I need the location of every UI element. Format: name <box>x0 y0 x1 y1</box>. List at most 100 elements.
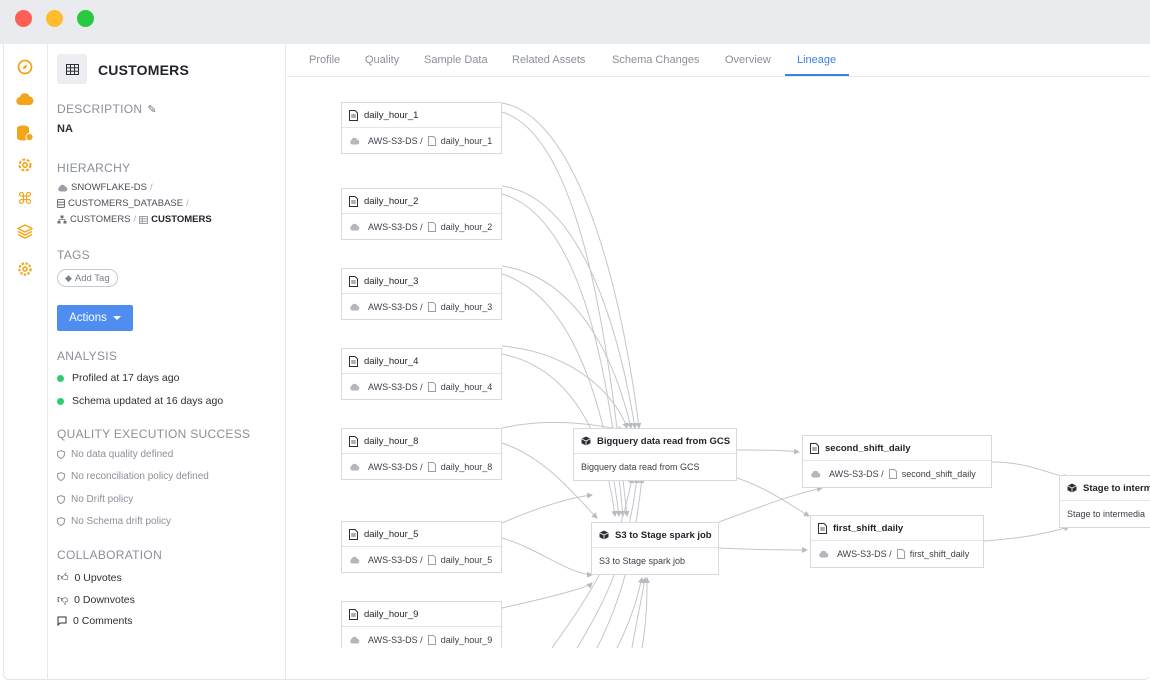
tab-lineage[interactable]: Lineage <box>797 54 837 66</box>
lineage-node-source[interactable]: daily_hour_8 AWS-S3-DS / daily_hour_8 <box>341 428 502 480</box>
tab-overview[interactable]: Overview <box>725 54 771 66</box>
separator: / <box>150 182 153 193</box>
minimize-window-button[interactable] <box>46 10 63 27</box>
node-path: AWS-S3-DS / daily_hour_3 <box>342 294 501 320</box>
analysis-profiled-text: Profiled at 17 days ago <box>72 372 180 384</box>
database-icon[interactable] <box>16 124 34 142</box>
policy-item: No Schema drift policy <box>57 516 171 527</box>
lineage-node-source[interactable]: daily_hour_1 AWS-S3-DS / daily_hour_1 <box>341 102 502 154</box>
hierarchy-database-label: CUSTOMERS_DATABASE <box>68 198 184 209</box>
lineage-edge <box>501 102 642 429</box>
node-path: AWS-S3-DS / daily_hour_5 <box>342 547 501 573</box>
node-path-file: first_shift_daily <box>909 549 970 559</box>
cloud-icon <box>58 184 68 191</box>
lineage-edge <box>616 577 644 648</box>
node-header: second_shift_daily <box>803 436 991 461</box>
node-path-file: daily_hour_9 <box>440 635 493 645</box>
cloud-icon <box>350 636 360 644</box>
shield-icon <box>57 450 65 459</box>
node-header: daily_hour_2 <box>342 189 501 214</box>
lineage-edge <box>983 525 1070 542</box>
node-title: Bigquery data read from GCS <box>597 435 731 447</box>
node-title: second_shift_daily <box>825 442 911 454</box>
file-icon <box>349 528 358 540</box>
node-path: AWS-S3-DS / daily_hour_8 <box>342 454 501 480</box>
edit-pencil-icon[interactable]: ✎ <box>147 103 157 116</box>
node-title: daily_hour_2 <box>364 195 419 207</box>
actions-dropdown-button[interactable]: Actions <box>57 305 133 331</box>
hierarchy-schema-label: CUSTOMERS <box>70 214 131 225</box>
lineage-node-source[interactable]: daily_hour_5 AWS-S3-DS / daily_hour_5 <box>341 521 502 573</box>
node-path-prefix: AWS-S3-DS / <box>368 635 423 645</box>
upvotes-button[interactable]: 👍︎ 0 Upvotes <box>57 571 122 585</box>
lineage-edge <box>501 492 593 524</box>
actions-label: Actions <box>69 312 107 324</box>
node-path-file: daily_hour_1 <box>440 136 493 146</box>
lineage-edge <box>718 486 823 523</box>
command-icon[interactable]: ⌘ <box>17 189 33 208</box>
lineage-node-source[interactable]: daily_hour_4 AWS-S3-DS / daily_hour_4 <box>341 348 502 400</box>
node-path-file: daily_hour_4 <box>440 382 493 392</box>
lineage-node-source[interactable]: daily_hour_2 AWS-S3-DS / daily_hour_2 <box>341 188 502 240</box>
tab-quality[interactable]: Quality <box>365 54 400 66</box>
compass-icon[interactable] <box>16 58 34 76</box>
lineage-canvas[interactable]: daily_hour_1 AWS-S3-DS / daily_hour_1 da… <box>287 78 1150 648</box>
tab-related-assets[interactable]: Related Assets <box>512 54 586 66</box>
hierarchy-table-label: CUSTOMERS <box>151 214 212 225</box>
cloud-icon <box>350 303 360 311</box>
lineage-node-job[interactable]: Stage to interm Stage to intermedia <box>1059 475 1150 528</box>
job-cube-icon <box>1067 483 1077 493</box>
file-icon <box>349 195 358 207</box>
maximize-window-button[interactable] <box>77 10 94 27</box>
node-description: Bigquery data read from GCS <box>581 462 700 472</box>
node-path: AWS-S3-DS / daily_hour_2 <box>342 214 501 240</box>
node-title: daily_hour_4 <box>364 355 419 367</box>
tab-schema-changes[interactable]: Schema Changes <box>612 54 700 66</box>
lineage-node-source[interactable]: daily_hour_3 AWS-S3-DS / daily_hour_3 <box>341 268 502 320</box>
analysis-profiled: Profiled at 17 days ago <box>57 372 179 384</box>
lineage-node-output[interactable]: second_shift_daily AWS-S3-DS / second_sh… <box>802 435 992 488</box>
node-header: S3 to Stage spark job <box>592 523 718 548</box>
icon-rail: ⌘ <box>4 44 48 680</box>
node-header: daily_hour_5 <box>342 522 501 547</box>
cog-icon[interactable] <box>16 260 34 278</box>
hierarchy-database[interactable]: CUSTOMERS_DATABASE / <box>57 198 189 209</box>
downvotes-button[interactable]: 👎︎ 0 Downvotes <box>57 593 135 607</box>
description-heading: DESCRIPTION ✎ <box>57 102 157 116</box>
hierarchy-schema[interactable]: CUSTOMERS / CUSTOMERS <box>57 214 212 225</box>
node-path: AWS-S3-DS / first_shift_daily <box>811 541 983 567</box>
policy-item: No reconciliation policy defined <box>57 471 209 482</box>
comment-icon <box>57 616 67 626</box>
tab-profile[interactable]: Profile <box>309 54 341 66</box>
lineage-edge <box>641 577 650 648</box>
close-window-button[interactable] <box>15 10 32 27</box>
node-description: Stage to intermedia <box>1067 509 1146 519</box>
node-title: daily_hour_8 <box>364 435 419 447</box>
file-icon <box>349 608 358 620</box>
lineage-node-source[interactable]: daily_hour_9 AWS-S3-DS / daily_hour_9 <box>341 601 502 648</box>
policy-item: No data quality defined <box>57 449 173 460</box>
comments-button[interactable]: 0 Comments <box>57 615 133 627</box>
lineage-edge <box>501 421 624 432</box>
tags-heading: TAGS <box>57 248 90 262</box>
lineage-node-output[interactable]: first_shift_daily AWS-S3-DS / first_shif… <box>810 515 984 568</box>
cloud-icon <box>350 556 360 564</box>
cloud-icon[interactable] <box>16 90 34 108</box>
policy-item: No Drift policy <box>57 494 133 505</box>
lineage-node-job[interactable]: S3 to Stage spark job S3 to Stage spark … <box>591 522 719 575</box>
job-cube-icon <box>599 530 609 540</box>
upvotes-label: 0 Upvotes <box>74 571 122 584</box>
lineage-node-job[interactable]: Bigquery data read from GCS Bigquery dat… <box>573 428 737 481</box>
add-tag-button[interactable]: ◆ Add Tag <box>57 269 118 287</box>
node-header: daily_hour_1 <box>342 103 501 128</box>
lineage-edge <box>718 546 808 553</box>
shield-icon <box>57 517 65 526</box>
schema-tree-icon <box>57 215 67 224</box>
tab-sample-data[interactable]: Sample Data <box>424 54 488 66</box>
settings-gear-icon[interactable] <box>16 156 34 174</box>
collaboration-heading: COLLABORATION <box>57 548 163 562</box>
hierarchy-datasource[interactable]: SNOWFLAKE-DS / <box>57 182 153 193</box>
status-dot-icon <box>57 397 64 405</box>
layers-icon[interactable] <box>16 222 34 240</box>
cloud-icon <box>350 463 360 471</box>
